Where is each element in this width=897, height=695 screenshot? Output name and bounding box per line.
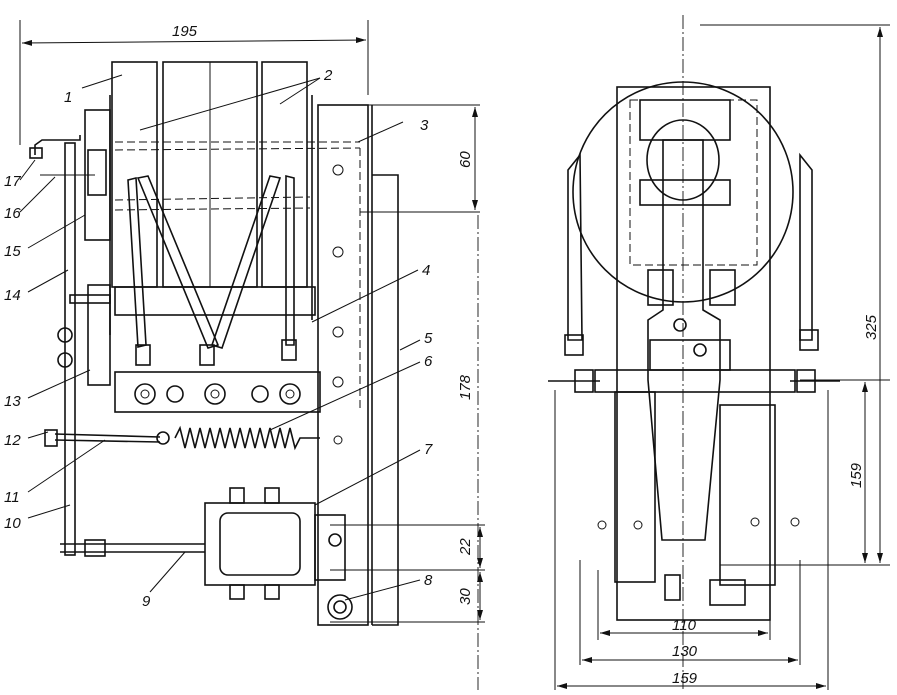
dim-159-horizontal: 159 — [672, 670, 698, 687]
label-17: 17 — [4, 173, 21, 190]
arc-chute — [111, 61, 158, 288]
frame — [616, 86, 771, 621]
label-8: 8 — [424, 572, 433, 589]
dim-60: 60 — [457, 151, 474, 168]
spring-6 — [174, 425, 320, 451]
label-14: 14 — [4, 287, 21, 304]
label-15: 15 — [4, 243, 21, 260]
label-4: 4 — [422, 262, 430, 279]
label-6: 6 — [424, 353, 433, 370]
dim-195: 195 — [172, 23, 198, 40]
label-5: 5 — [424, 330, 433, 347]
label-16: 16 — [4, 205, 21, 222]
dim-325: 325 — [863, 314, 880, 340]
side-view — [19, 20, 485, 690]
label-3: 3 — [420, 117, 429, 134]
dim-110: 110 — [672, 617, 697, 634]
rod-10 — [64, 142, 76, 556]
dim-30: 30 — [457, 588, 474, 605]
bolt-8 — [327, 594, 353, 620]
label-2: 2 — [323, 67, 333, 84]
front-view — [548, 15, 890, 690]
contact-arm — [647, 139, 721, 541]
cross-rod — [594, 369, 796, 393]
part-labels: 1 2 3 4 5 6 7 8 9 10 11 12 13 14 15 16 1… — [4, 67, 433, 610]
dim-130: 130 — [672, 643, 698, 660]
arc-horns — [127, 174, 297, 366]
dim-159-vertical: 159 — [848, 462, 865, 488]
arc-chute — [261, 61, 308, 288]
label-13: 13 — [4, 393, 21, 410]
dim-22: 22 — [457, 538, 474, 556]
label-7: 7 — [424, 441, 433, 458]
contact-rail — [114, 371, 321, 413]
label-10: 10 — [4, 515, 21, 532]
dimension-labels: 195 60 178 22 30 325 159 110 130 159 — [172, 23, 880, 687]
label-11: 11 — [4, 489, 20, 506]
pivot-circles — [134, 383, 301, 405]
label-9: 9 — [142, 593, 151, 610]
label-12: 12 — [4, 432, 21, 449]
leader-lines — [19, 74, 421, 601]
dim-178: 178 — [457, 374, 474, 400]
label-1: 1 — [64, 89, 72, 106]
dim-line-195 — [21, 37, 367, 46]
